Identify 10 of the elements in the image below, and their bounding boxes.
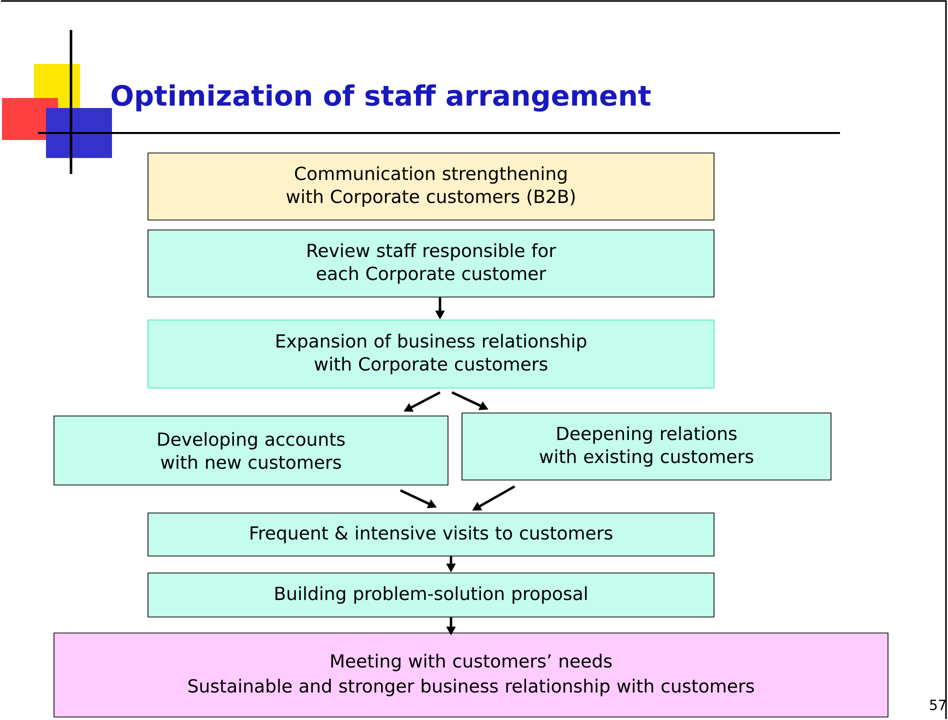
process-box: Frequent & intensive visits to customers: [148, 512, 714, 556]
process-box: Building problem-solution proposal: [148, 572, 714, 618]
process-box: Review staff responsible for each Corporate customer: [148, 230, 714, 298]
page-number: 57: [930, 700, 946, 710]
process-box: Deepening relations with existing customers: [462, 412, 832, 480]
process-box: Developing accounts with new customers: [54, 416, 448, 486]
process-box: Meeting with customers’ needs Sustainable and stronger business relationship with customers: [54, 632, 888, 718]
title: Optimization of staff arrangement: [112, 84, 651, 112]
process-box: Expansion of business relationship with Corporate customers: [148, 320, 714, 388]
process-box: Communication strengthening with Corporate customers (B2B): [148, 152, 714, 220]
